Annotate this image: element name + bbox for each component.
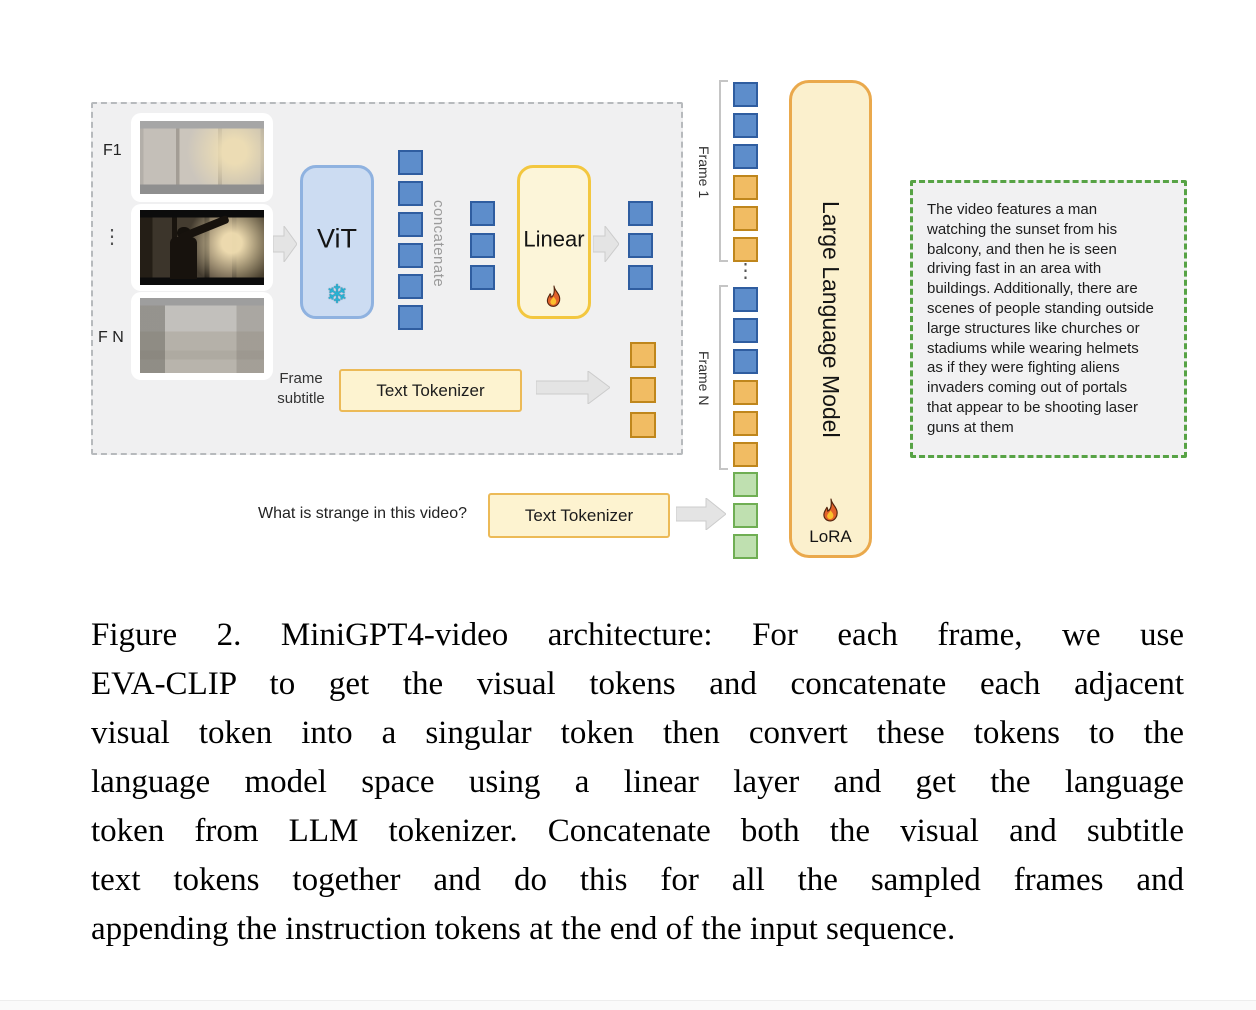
linear-layer-box: Linear xyxy=(517,165,591,319)
person-silhouette-body xyxy=(169,237,198,279)
blue-token xyxy=(398,181,423,206)
frame-n-label: F N xyxy=(98,329,124,346)
instruction-token-column xyxy=(733,472,758,559)
blue-token xyxy=(470,201,495,226)
subtitle-token-column xyxy=(630,342,656,438)
output-line: The video features a man xyxy=(927,201,1098,218)
llm-label: Large Language Model xyxy=(818,200,844,438)
blue-token xyxy=(398,212,423,237)
concatenate-label: concatenate xyxy=(430,199,447,288)
arrow-tokenizer-to-instruction-tokens-icon xyxy=(676,498,726,530)
large-language-model-box: Large Language Model LoRA xyxy=(789,80,872,558)
video-frame-card-middle xyxy=(131,204,273,291)
arrow-linear-to-tokens-icon xyxy=(593,226,619,262)
orange-token xyxy=(733,237,758,262)
output-line: balcony, and then he is seen xyxy=(927,240,1117,258)
video-frame-thumbnail-middle xyxy=(140,210,264,285)
blue-token xyxy=(470,233,495,258)
orange-token xyxy=(630,377,656,403)
sequence-frame-n-label: Frame N xyxy=(696,350,712,406)
output-line: that appear to be shooting laser xyxy=(927,398,1138,416)
blue-token xyxy=(628,265,653,290)
sequence-frame-1-label: Frame 1 xyxy=(696,145,712,199)
vit-label: ViT xyxy=(316,223,357,254)
question-text: What is strange in this video? xyxy=(258,505,467,522)
snowflake-frozen-icon: ❄ xyxy=(326,279,348,309)
lora-label: LoRA xyxy=(809,527,852,546)
linear-label: Linear xyxy=(523,226,585,252)
blue-token xyxy=(733,287,758,312)
blue-token xyxy=(470,265,495,290)
output-line: as if they were fighting aliens xyxy=(927,359,1120,377)
caption-line: appending the instruction tokens at the … xyxy=(91,911,956,947)
blue-token xyxy=(733,144,758,169)
caption-line: language model space using a linear laye… xyxy=(91,764,1184,800)
subtitle-text-tokenizer-label: Text Tokenizer xyxy=(376,380,485,400)
frame-subtitle-label: Frame subtitle xyxy=(277,370,325,407)
orange-token xyxy=(733,206,758,231)
figure-caption: Figure 2. MiniGPT4-video architecture: F… xyxy=(91,611,1184,954)
output-line: guns at them xyxy=(927,418,1014,436)
orange-token xyxy=(733,175,758,200)
flame-lora-icon xyxy=(822,498,838,522)
vit-output-token-column xyxy=(398,150,423,330)
video-frame-thumbnail-fn xyxy=(140,298,264,373)
question-text-tokenizer-label: Text Tokenizer xyxy=(524,505,634,525)
frame-n-sequence-bracket xyxy=(719,285,728,470)
output-line: stadiums while wearing helmets xyxy=(927,339,1139,357)
frame-n-token-column xyxy=(733,287,758,467)
blue-token xyxy=(398,150,423,175)
orange-token xyxy=(630,412,656,438)
output-line: watching the sunset from his xyxy=(927,220,1118,238)
lora-adapter: LoRA xyxy=(792,498,869,547)
arrow-tokenizer-to-subtitle-tokens-icon xyxy=(536,371,610,404)
output-line: invaders coming out of portals xyxy=(927,379,1128,397)
blue-token xyxy=(398,243,423,268)
blue-token xyxy=(733,113,758,138)
video-frame-card-1 xyxy=(131,113,273,202)
output-line: buildings. Additionally, there are xyxy=(927,280,1138,298)
frame-1-token-column xyxy=(733,82,758,262)
vit-encoder-box: ViT ❄ xyxy=(300,165,374,319)
blue-token xyxy=(398,305,423,330)
caption-line: Figure 2. MiniGPT4-video architecture: F… xyxy=(91,617,1184,653)
blue-token xyxy=(398,274,423,299)
green-token xyxy=(733,503,758,528)
flame-trainable-icon xyxy=(546,285,561,307)
concatenated-token-column xyxy=(470,201,495,290)
model-output-text-box: The video features a man watching the su… xyxy=(910,180,1187,458)
frame-1-sequence-bracket xyxy=(719,80,728,262)
orange-token xyxy=(733,442,758,467)
output-line: scenes of people standing outside xyxy=(927,299,1154,317)
blue-token xyxy=(628,201,653,226)
frames-ellipsis: ⋮ xyxy=(102,226,122,248)
green-token xyxy=(733,472,758,497)
video-frame-thumbnail-f1 xyxy=(140,121,264,194)
linear-output-token-column xyxy=(628,201,653,290)
orange-token xyxy=(733,380,758,405)
frame-1-label: F1 xyxy=(103,142,122,159)
orange-token xyxy=(733,411,758,436)
green-token xyxy=(733,534,758,559)
blue-token xyxy=(733,82,758,107)
caption-line: visual token into a singular token then … xyxy=(91,715,1184,751)
caption-line: token from LLM tokenizer. Concatenate bo… xyxy=(91,813,1184,849)
page-bottom-strip xyxy=(0,1000,1256,1010)
caption-line: EVA-CLIP to get the visual tokens and co… xyxy=(91,666,1184,702)
subtitle-text-tokenizer-box: Text Tokenizer xyxy=(339,369,522,412)
arrow-frames-to-vit-icon xyxy=(273,226,297,262)
output-line: large structures like churches or xyxy=(927,319,1140,337)
blue-token xyxy=(628,233,653,258)
blue-token xyxy=(733,349,758,374)
question-text-tokenizer-box: Text Tokenizer xyxy=(488,493,670,538)
caption-line: text tokens together and do this for all… xyxy=(91,862,1184,898)
orange-token xyxy=(630,342,656,368)
sequence-ellipsis: ⋮ xyxy=(735,260,756,282)
output-line: driving fast in an area with xyxy=(927,260,1102,278)
llm-label-wrap: Large Language Model xyxy=(792,83,869,555)
blue-token xyxy=(733,318,758,343)
video-frame-card-n xyxy=(131,292,273,380)
